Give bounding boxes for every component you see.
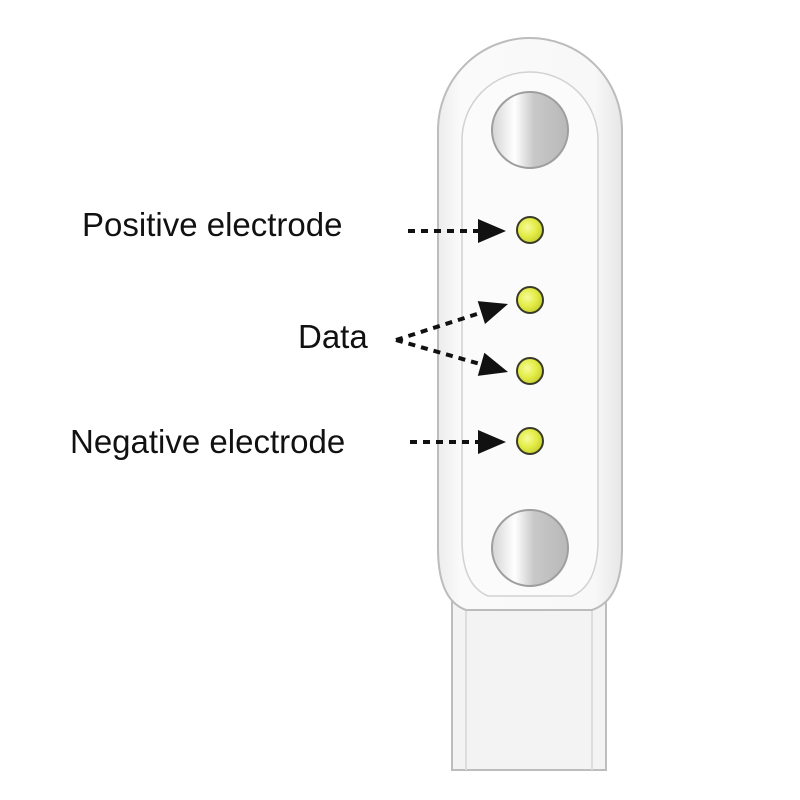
magnet-hole-bottom bbox=[491, 509, 569, 587]
positive-electrode-label: Positive electrode bbox=[82, 206, 343, 243]
arrow-data-upper bbox=[395, 301, 508, 342]
pin-2-data-contact bbox=[516, 286, 544, 314]
arrow-negative bbox=[410, 430, 506, 454]
data-label: Data bbox=[298, 318, 368, 355]
arrow-data-lower bbox=[395, 338, 508, 376]
pin-3-data-contact bbox=[516, 357, 544, 385]
pins bbox=[516, 216, 544, 455]
pin-4-negative-contact bbox=[516, 427, 544, 455]
arrow-positive bbox=[408, 219, 506, 243]
pin-1-positive-contact bbox=[516, 216, 544, 244]
magnet-hole-top bbox=[491, 91, 569, 169]
connector-head bbox=[437, 37, 623, 611]
negative-electrode-label: Negative electrode bbox=[70, 423, 346, 460]
arrows bbox=[395, 219, 508, 454]
